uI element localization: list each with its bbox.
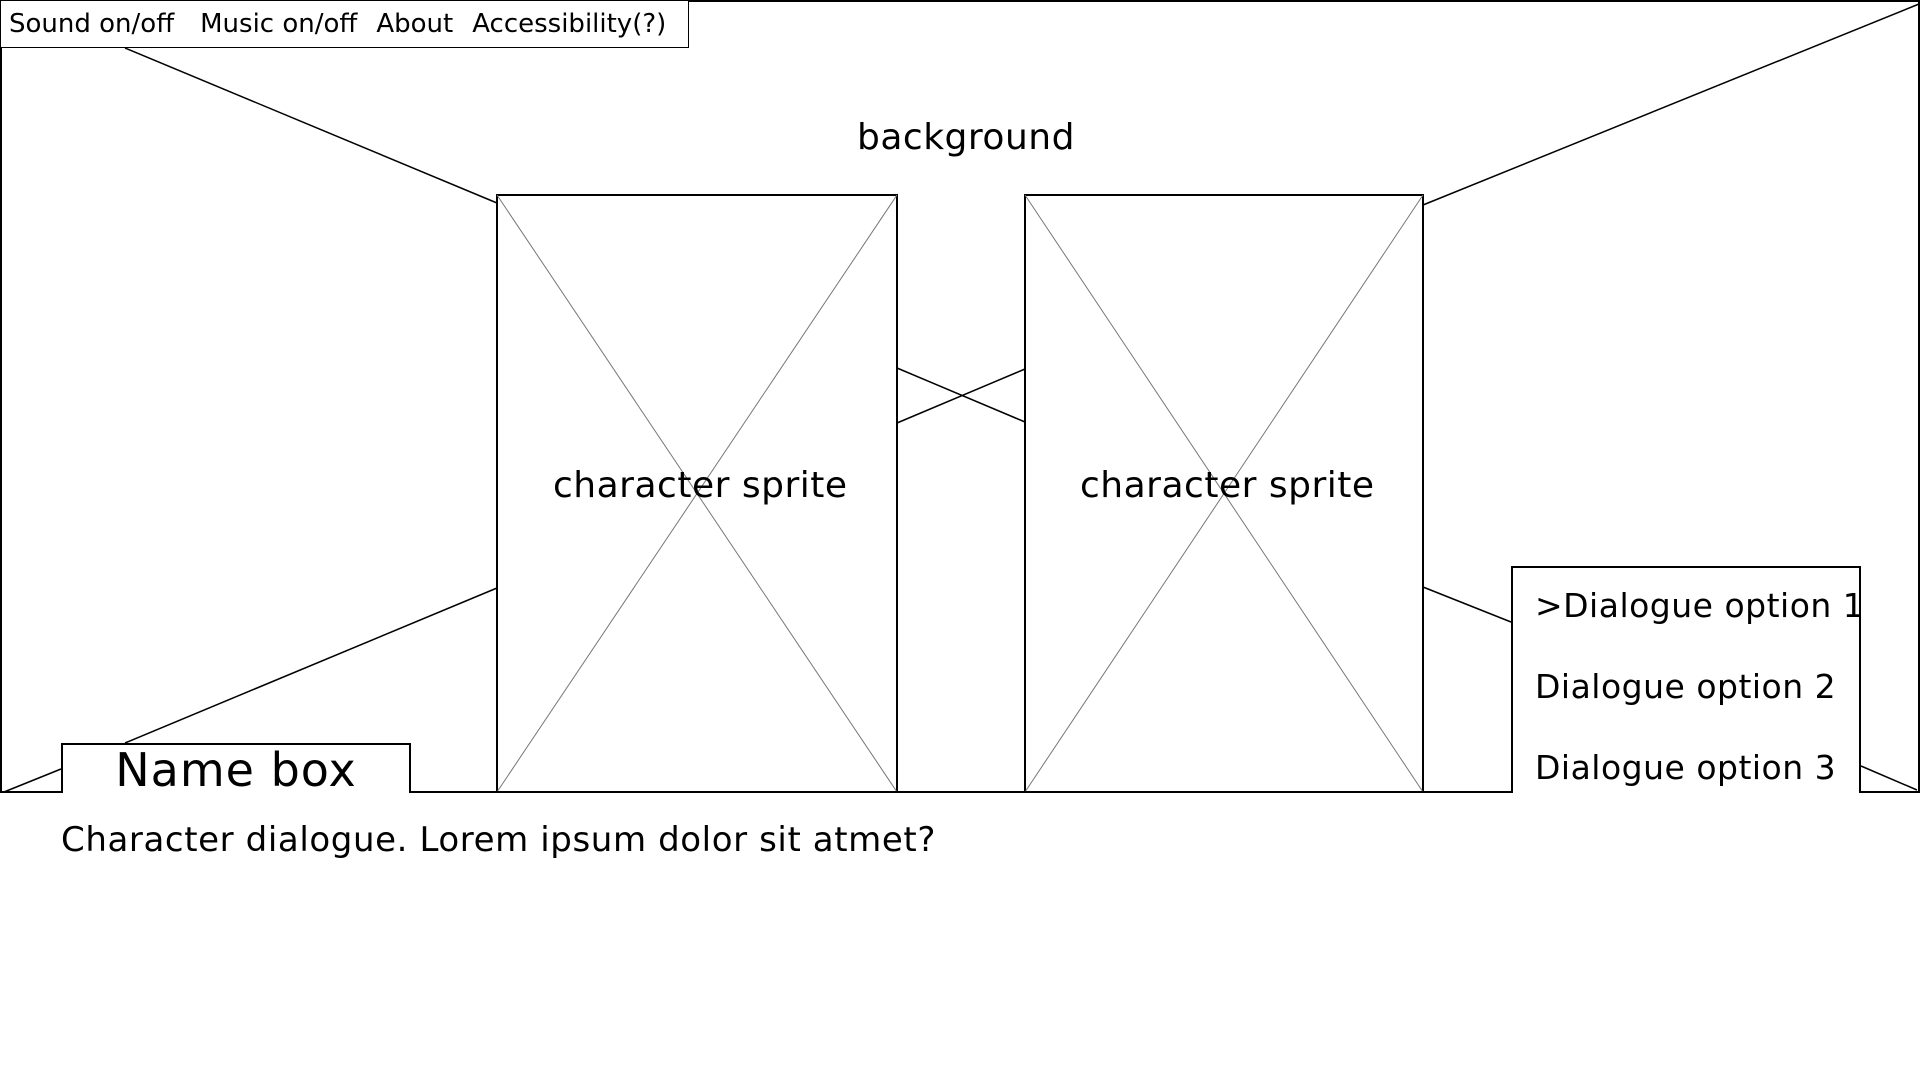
perspective-line-bottom-left-corner <box>3 768 62 793</box>
character-dialogue-text: Character dialogue. Lorem ipsum dolor si… <box>61 820 936 860</box>
perspective-line-bottom-right <box>1422 586 1512 623</box>
perspective-line-top-right <box>1422 3 1920 206</box>
perspective-line-bottom-right-corner <box>1860 765 1918 791</box>
character-sprite-left-label: character sprite <box>553 465 848 506</box>
character-sprite-right-label: character sprite <box>1080 465 1375 506</box>
dialogue-option-3[interactable]: Dialogue option 3 <box>1535 748 1837 787</box>
perspective-line-top-left <box>124 47 498 204</box>
perspective-line-center-b <box>896 368 1026 424</box>
sprite-right-cross-b <box>1024 194 1424 793</box>
sound-toggle-button[interactable]: Sound on/off <box>9 9 175 39</box>
name-box: Name box <box>61 743 411 793</box>
accessibility-button[interactable]: Accessibility(?) <box>472 9 667 39</box>
about-button[interactable]: About <box>376 9 454 39</box>
perspective-line-center-a <box>896 367 1026 423</box>
music-toggle-button[interactable]: Music on/off <box>200 9 358 39</box>
sprite-left-cross-b <box>496 194 898 793</box>
dialogue-option-2[interactable]: Dialogue option 2 <box>1535 667 1837 706</box>
perspective-line-bottom-left <box>124 587 498 744</box>
top-menu-bar: Sound on/off Music on/off About Accessib… <box>0 0 689 48</box>
dialogue-option-1[interactable]: >Dialogue option 1 <box>1535 586 1865 625</box>
background-label: background <box>857 117 1075 158</box>
dialogue-options-box: >Dialogue option 1 Dialogue option 2 Dia… <box>1511 566 1865 793</box>
